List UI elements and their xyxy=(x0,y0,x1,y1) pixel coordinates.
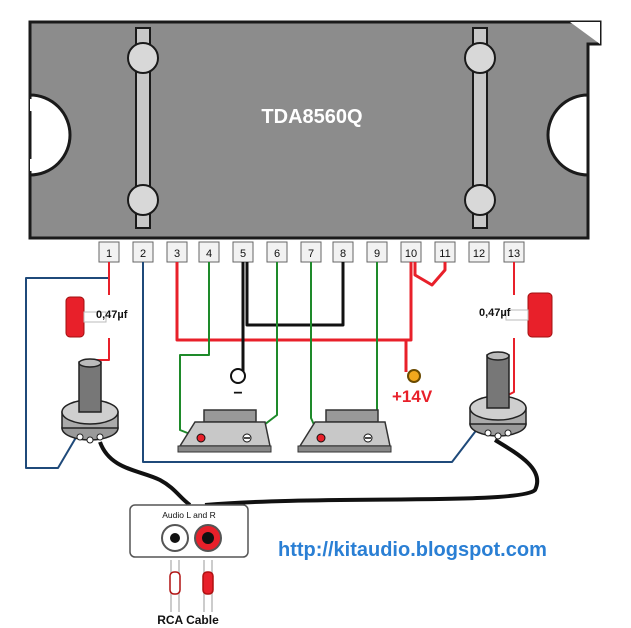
speaker-right xyxy=(297,409,392,453)
right-mount-notch xyxy=(546,93,590,177)
left-top-hole xyxy=(127,42,159,74)
ic-package: TDA8560Q xyxy=(28,20,602,240)
cable-right xyxy=(204,438,540,507)
pin-label: 6 xyxy=(274,248,280,260)
rca-input-jack: Audio L and R xyxy=(129,504,249,558)
source-url[interactable]: http://kitaudio.blogspot.com xyxy=(278,539,547,561)
potentiometer-left xyxy=(61,358,119,444)
pin-label: 3 xyxy=(174,248,180,260)
blue-input-wire-right xyxy=(142,262,479,463)
red-supply-wire xyxy=(175,262,413,342)
pin-label: 4 xyxy=(206,248,212,260)
pin-label: 13 xyxy=(508,248,520,260)
cable-label: RCA Cable xyxy=(157,613,219,627)
right-top-hole xyxy=(464,42,496,74)
capacitor-right: 0,47µf xyxy=(479,292,553,338)
connector-label: Audio L and R xyxy=(162,510,216,520)
pin-label: 12 xyxy=(473,248,485,260)
ground-terminal: − xyxy=(230,368,246,402)
cap-right-label: 0,47µf xyxy=(479,307,511,319)
right-heatsink-slot xyxy=(472,27,488,229)
rca-cable: RCA Cable xyxy=(157,560,219,627)
ground-bus xyxy=(245,262,345,327)
pin-label: 7 xyxy=(308,248,314,260)
pin-label: 9 xyxy=(374,248,380,260)
pin-label: 5 xyxy=(240,248,246,260)
pin-label: 11 xyxy=(439,248,450,260)
red-pin10-pin11-link xyxy=(413,262,447,287)
cap-left-label: 0,47µf xyxy=(96,309,128,321)
ground-label: − xyxy=(233,385,242,402)
ic-body xyxy=(28,20,602,240)
pin-12 xyxy=(468,241,490,263)
potentiometer-right xyxy=(469,351,527,440)
speaker-left-plus-wire xyxy=(179,262,210,439)
left-bottom-hole xyxy=(127,184,159,216)
speaker-left xyxy=(177,409,272,453)
supply-label: +14V xyxy=(392,387,433,406)
right-bottom-hole xyxy=(464,184,496,216)
chip-name: TDA8560Q xyxy=(261,106,362,128)
capacitor-left: 0,47µf xyxy=(65,296,128,338)
wiring xyxy=(25,262,540,507)
speaker-right-plus-wire xyxy=(310,262,321,439)
left-heatsink-slot xyxy=(135,27,151,229)
supply-terminal: +14V xyxy=(392,369,433,406)
cable-left xyxy=(98,441,192,507)
pin-label: 2 xyxy=(140,248,146,260)
pin-label: 1 xyxy=(106,248,112,260)
pin-label: 8 xyxy=(340,248,346,260)
pin-label: 10 xyxy=(405,248,417,260)
